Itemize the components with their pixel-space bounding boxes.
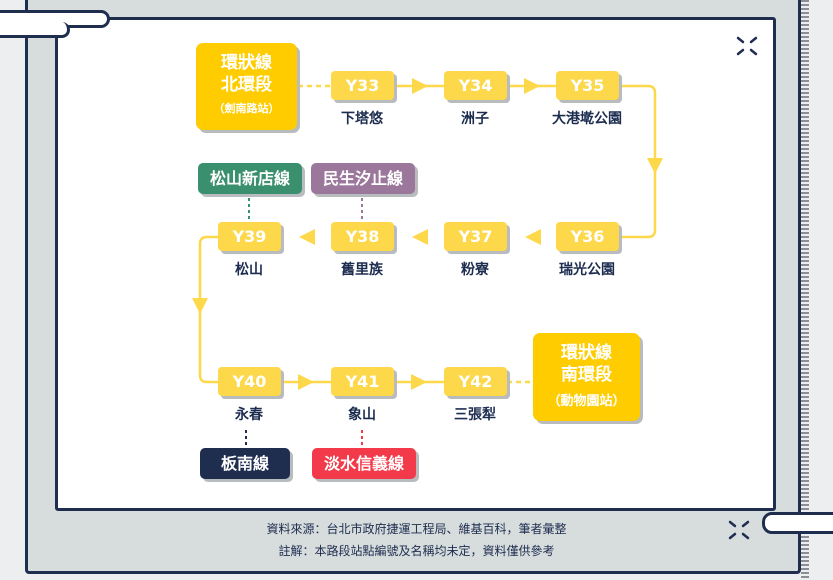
transfer-line-tag: 板南線 (200, 448, 290, 479)
station-name: 三張犁 (454, 407, 496, 423)
north-terminal: 環狀線 北環段 （劍南路站） (196, 43, 297, 130)
station-code: Y36 (556, 222, 619, 251)
arrow-left-icon (299, 229, 315, 245)
station-code: Y42 (444, 367, 507, 396)
station-name: 粉寮 (461, 262, 489, 278)
terminal-segment: 北環段 (221, 75, 272, 95)
station-code: Y37 (444, 222, 507, 251)
arrow-right-icon (411, 374, 427, 390)
transfer-line-tag: 淡水信義線 (312, 448, 416, 479)
station-name: 松山 (235, 262, 263, 278)
station-code: Y39 (218, 222, 281, 251)
station-name: 舊里族 (341, 262, 383, 278)
arrow-right-icon (524, 78, 540, 94)
south-terminal: 環狀線 南環段 （動物園站） (533, 333, 640, 421)
station-name: 象山 (348, 407, 376, 423)
station-name: 下塔悠 (341, 111, 383, 127)
transfer-line-tag: 松山新店線 (198, 163, 302, 194)
arrow-left-icon (412, 229, 428, 245)
cloud-decoration (0, 22, 70, 38)
arrow-down-icon (647, 158, 663, 174)
terminal-station: （劍南路站） (213, 102, 280, 115)
transfer-line-tag: 民生汐止線 (311, 163, 415, 194)
station-code: Y38 (331, 222, 394, 251)
footer-source: 資料來源：台北市政府捷運工程局、維基百科，筆者彙整 (266, 522, 567, 536)
arrow-left-icon (525, 229, 541, 245)
decorative-stripe (801, 0, 809, 580)
station-name: 大港墘公園 (552, 111, 622, 127)
sparkle-icon (728, 36, 758, 540)
terminal-line: 環狀線 (561, 343, 612, 363)
arrow-right-icon (412, 78, 428, 94)
station-name: 洲子 (461, 111, 489, 127)
cloud-decoration (762, 512, 833, 534)
terminal-station: （動物園站） (547, 394, 626, 409)
station-code: Y33 (331, 71, 394, 100)
station-code: Y35 (556, 71, 619, 100)
arrow-right-icon (298, 374, 314, 390)
arrow-down-icon (192, 298, 208, 314)
terminal-segment: 南環段 (561, 365, 612, 385)
terminal-line: 環狀線 (221, 53, 272, 73)
footer-note: 註解：本路段站點編號及名稱均未定，資料僅供參考 (278, 544, 555, 558)
station-name: 瑞光公園 (559, 262, 615, 278)
station-code: Y40 (218, 367, 281, 396)
station-name: 永春 (235, 407, 263, 423)
station-code: Y34 (444, 71, 507, 100)
station-code: Y41 (331, 367, 394, 396)
